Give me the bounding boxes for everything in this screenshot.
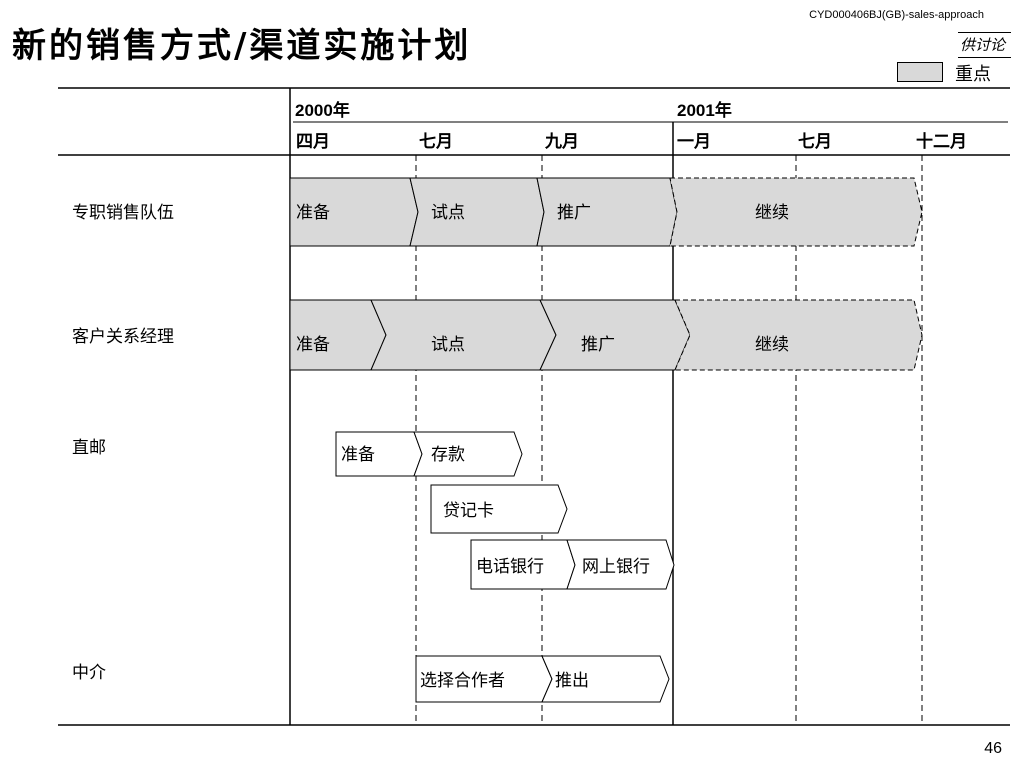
document-code: CYD000406BJ(GB)-sales-approach [809,9,984,21]
row-sales-force-bars [289,177,923,247]
page-title: 新的销售方式/渠道实施计划 [12,26,472,66]
bar-label: 选择合作者 [420,671,505,691]
bar-label: 推广 [557,203,591,223]
row-label-relationship-manager: 客户关系经理 [72,327,174,347]
month-jan-2001: 一月 [677,132,711,152]
row-intermediary-bars [415,655,670,703]
month-dec-2001: 十二月 [916,132,967,152]
task-online-banking [566,539,675,590]
task-credit-card [430,484,568,534]
month-sep-2000: 九月 [545,132,579,152]
year-2000: 2000年 [295,101,350,120]
bar-label: 继续 [755,203,789,223]
row-relationship-manager-bars [289,299,923,371]
bar-label: 推出 [555,671,589,691]
month-jul-2001: 七月 [798,132,832,152]
task-launch [541,655,670,703]
legend-label: 重点 [955,64,991,85]
bar-label: 存款 [431,445,465,465]
page-number: 46 [984,740,1002,757]
bar-label: 试点 [431,335,465,355]
bar-label: 继续 [755,335,789,355]
row-label-sales-force: 专职销售队伍 [72,203,174,223]
task-rollout [539,299,691,371]
bar-label: 准备 [341,445,375,465]
task-continue [630,299,923,371]
row-label-intermediary: 中介 [72,663,106,683]
year-2001: 2001年 [677,101,732,120]
task-deposit [413,431,523,477]
bar-label: 试点 [431,203,465,223]
bar-label: 推广 [581,335,615,355]
month-apr-2000: 四月 [296,132,330,152]
bar-label: 网上银行 [582,557,650,577]
bar-label: 电话银行 [476,557,544,577]
row-direct-mail-bars [335,431,675,590]
month-jul-2000: 七月 [419,132,453,152]
legend-swatch [897,62,943,82]
bar-label: 准备 [296,203,330,223]
draft-note: 供讨论 [958,32,1012,58]
bar-label: 准备 [296,335,330,355]
row-label-direct-mail: 直邮 [72,438,106,458]
task-continue [669,177,923,247]
bar-label: 贷记卡 [443,501,494,521]
